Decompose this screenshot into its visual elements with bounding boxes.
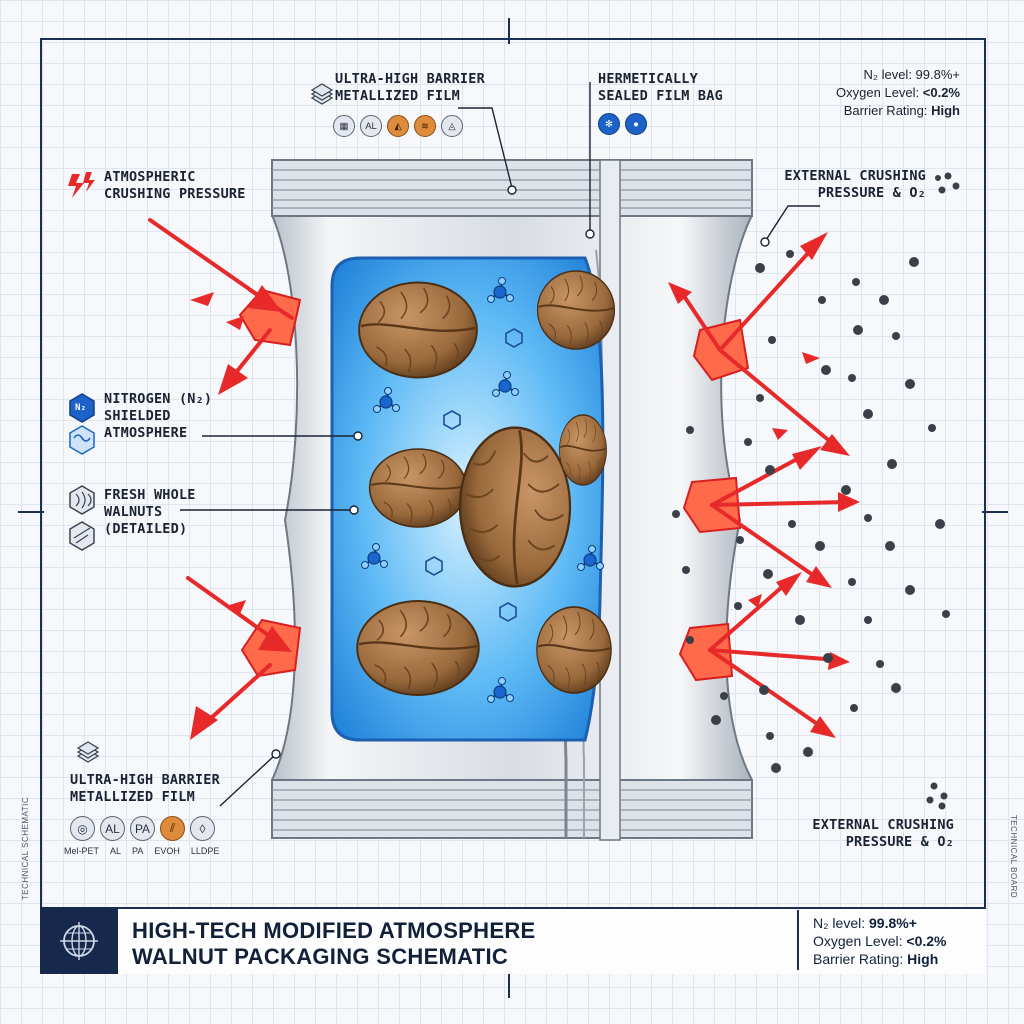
crop-mark-right	[982, 511, 1008, 513]
label-external-pressure-top: EXTERNAL CRUSHING PRESSURE & O₂	[784, 168, 926, 201]
legend-evoh: EVOH	[154, 846, 180, 856]
oxygen-particles-icon	[935, 175, 941, 181]
al-layer-chip: AL	[100, 816, 125, 841]
evoh-layer-icon: ⫽	[160, 816, 185, 841]
crop-mark-left	[18, 511, 44, 513]
globe-crosshair-icon	[40, 907, 118, 974]
side-mark-left: TECHNICAL SCHEMATIC	[21, 796, 31, 901]
stats-top: N₂ level: 99.8%+ Oxygen Level: <0.2% Bar…	[836, 67, 960, 118]
metpet-layer-icon: ◎	[70, 816, 95, 841]
layer-legend: Mel-PET AL PA EVOH LLDPE	[64, 846, 219, 856]
bottom-seal	[271, 779, 753, 839]
page-title: HIGH-TECH MODIFIED ATMOSPHERE WALNUT PAC…	[132, 918, 536, 969]
label-barrier-film-bottom: ULTRA-HIGH BARRIER METALLIZED FILM	[70, 772, 220, 805]
oxygen-particles	[672, 172, 960, 810]
barrier-layer-icons-top: ▦ AL ◭ ≋ ◬	[333, 115, 463, 137]
label-nitrogen-atmosphere: NITROGEN (N₂) SHIELDED ATMOSPHERE	[104, 391, 213, 441]
legend-metpet: Mel-PET	[64, 846, 100, 856]
crop-mark-bottom	[508, 972, 510, 998]
al-layer-chip: AL	[360, 115, 382, 137]
droplet-icon: ●	[625, 113, 647, 135]
title-block	[40, 907, 986, 974]
leader-lines	[180, 82, 820, 807]
stats-title-block: N₂ level: 99.8%+ Oxygen Level: <0.2% Bar…	[797, 910, 983, 970]
mesh-layer-icon: ▦	[333, 115, 355, 137]
legend-pa: PA	[132, 846, 144, 856]
nitrogen-molecule-icon	[69, 393, 95, 455]
layers-icon	[310, 83, 334, 105]
label-external-pressure-bottom: EXTERNAL CRUSHING PRESSURE & O₂	[812, 817, 954, 850]
label-sealed-bag: HERMETICALLY SEALED FILM BAG	[598, 71, 723, 104]
pa-layer-chip: PA	[130, 816, 155, 841]
label-atmospheric-pressure: ATMOSPHERIC CRUSHING PRESSURE	[104, 169, 246, 202]
left-pressure-arrows	[148, 218, 302, 740]
pa-layer-icon: ◭	[387, 115, 409, 137]
crop-mark-top	[508, 18, 510, 44]
legend-al: AL	[110, 846, 122, 856]
layers-icon	[76, 741, 100, 763]
snowflake-icon: ✻	[598, 113, 620, 135]
side-mark-right: TECHNICAL BOARD	[1009, 814, 1019, 899]
barrier-layer-icons-bottom: ◎ AL PA ⫽ ◊	[70, 816, 215, 841]
nitrogen-chip-glyph: N₂	[75, 403, 87, 413]
lightning-pressure-icon	[68, 172, 95, 198]
legend-lldpe: LLDPE	[190, 846, 220, 856]
lldpe-layer-icon: ◬	[441, 115, 463, 137]
walnut-icon	[69, 485, 95, 551]
label-barrier-film-top: ULTRA-HIGH BARRIER METALLIZED FILM	[335, 71, 485, 104]
lldpe-layer-icon: ◊	[190, 816, 215, 841]
sealed-bag-icons: ✻ ●	[598, 113, 647, 135]
label-fresh-walnuts: FRESH WHOLE WALNUTS (DETAILED)	[104, 487, 196, 537]
evoh-layer-icon: ≋	[414, 115, 436, 137]
